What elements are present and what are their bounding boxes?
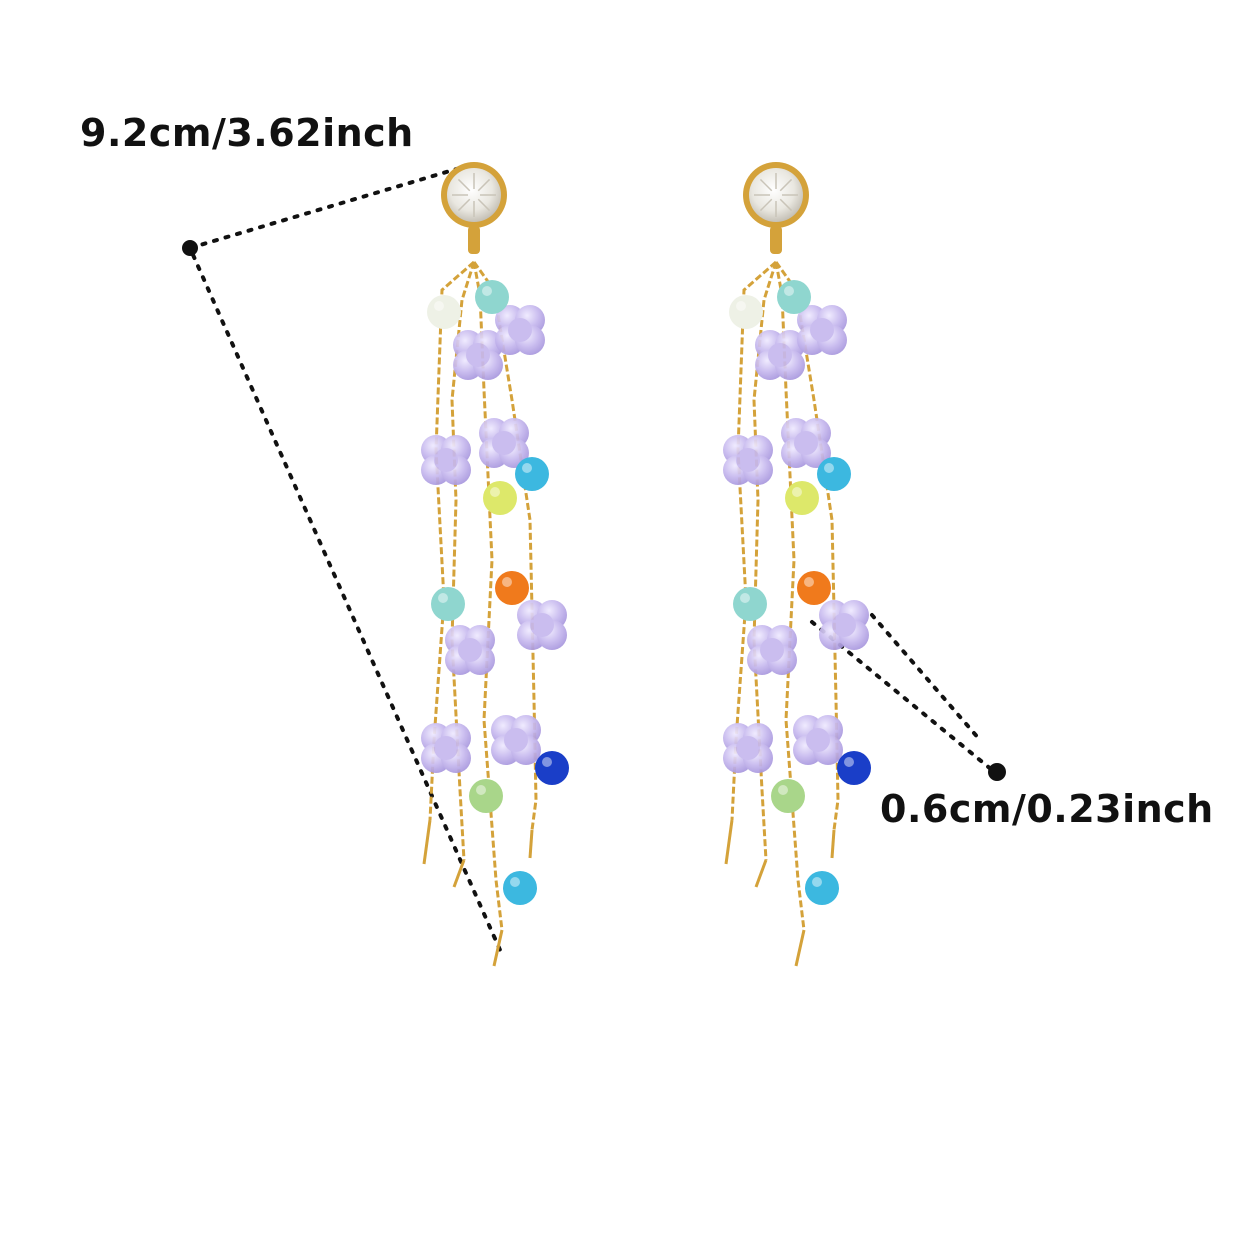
lavender-quatrefoil-bead: [517, 600, 567, 650]
lime-round-bead: [483, 481, 517, 515]
lavender-quatrefoil-bead: [495, 305, 545, 355]
sky-round-bead: [503, 871, 537, 905]
bead-highlight: [812, 877, 822, 887]
bead-highlight: [736, 301, 746, 311]
gold-chain-strand: [450, 261, 476, 861]
chain-end: [754, 859, 768, 888]
bead-center: [530, 613, 554, 637]
bead-center: [458, 638, 482, 662]
bead-highlight: [792, 487, 802, 497]
gold-bail: [770, 226, 782, 254]
bead-center: [736, 736, 760, 760]
lavender-quatrefoil-bead: [723, 723, 773, 773]
lime-round-bead: [785, 481, 819, 515]
length-measurement-label: 9.2cm/3.62inch: [80, 111, 414, 155]
bead-highlight: [490, 487, 500, 497]
lavender-quatrefoil-bead: [797, 305, 847, 355]
chain-end: [830, 829, 836, 859]
lavender-quatrefoil-bead: [819, 600, 869, 650]
aqua-round-bead: [431, 587, 465, 621]
crystal-facet: [457, 198, 471, 212]
bead-center: [794, 431, 818, 455]
bead-highlight: [510, 877, 520, 887]
bead-center: [434, 736, 458, 760]
bead-center: [504, 728, 528, 752]
lavender-quatrefoil-bead: [781, 418, 831, 468]
lavender-quatrefoil-bead: [793, 715, 843, 765]
bead-center: [736, 448, 760, 472]
bead-highlight: [778, 785, 788, 795]
orange-round-bead: [495, 571, 529, 605]
left-earring: [421, 162, 569, 967]
bead-center: [760, 638, 784, 662]
chain-end: [452, 859, 466, 888]
bead-center: [466, 343, 490, 367]
lavender-quatrefoil-bead: [421, 435, 471, 485]
aqua-round-bead: [777, 280, 811, 314]
crystal-facet: [457, 178, 471, 192]
bead-center: [768, 343, 792, 367]
crystal-facet: [759, 198, 773, 212]
chain-end: [794, 929, 806, 967]
green-round-bead: [469, 779, 503, 813]
bead-center: [434, 448, 458, 472]
pearl-round-bead: [427, 295, 461, 329]
bead-size-measurement-label: 0.6cm/0.23inch: [880, 787, 1214, 831]
bead-highlight: [740, 593, 750, 603]
bead-highlight: [784, 286, 794, 296]
lavender-quatrefoil-bead: [453, 330, 503, 380]
pearl-round-bead: [729, 295, 763, 329]
aqua-round-bead: [475, 280, 509, 314]
sky-round-bead: [515, 457, 549, 491]
bead-dimension-dot: [988, 763, 1006, 781]
bead-highlight: [542, 757, 552, 767]
lavender-quatrefoil-bead: [445, 625, 495, 675]
length-dimension-line: [182, 163, 502, 952]
gold-chain-strand: [752, 261, 778, 861]
aqua-round-bead: [733, 587, 767, 621]
bead-center: [832, 613, 856, 637]
bead-center: [492, 431, 516, 455]
orange-round-bead: [797, 571, 831, 605]
green-round-bead: [771, 779, 805, 813]
bead-center: [810, 318, 834, 342]
bead-highlight: [476, 785, 486, 795]
bead-center: [508, 318, 532, 342]
bead-highlight: [804, 577, 814, 587]
bead-center: [806, 728, 830, 752]
crystal-facet: [779, 198, 793, 212]
sky-round-bead: [805, 871, 839, 905]
chain-end: [528, 829, 534, 859]
bead-highlight: [844, 757, 854, 767]
bead-highlight: [522, 463, 532, 473]
crystal-facet: [477, 198, 491, 212]
bead-highlight: [502, 577, 512, 587]
sky-round-bead: [817, 457, 851, 491]
crystal-facet: [779, 178, 793, 192]
crystal-facet: [759, 178, 773, 192]
bead-highlight: [438, 593, 448, 603]
cobalt-round-bead: [837, 751, 871, 785]
chain-end: [492, 929, 504, 967]
length-dimension-dot: [182, 240, 198, 256]
lavender-quatrefoil-bead: [747, 625, 797, 675]
lavender-quatrefoil-bead: [491, 715, 541, 765]
chain-end: [422, 819, 432, 865]
bead-highlight: [482, 286, 492, 296]
lavender-quatrefoil-bead: [421, 723, 471, 773]
chain-end: [724, 819, 734, 865]
lavender-quatrefoil-bead: [723, 435, 773, 485]
right-earring: [723, 162, 871, 967]
cobalt-round-bead: [535, 751, 569, 785]
bead-highlight: [434, 301, 444, 311]
bead-highlight: [824, 463, 834, 473]
lavender-quatrefoil-bead: [479, 418, 529, 468]
crystal-facet: [477, 178, 491, 192]
gold-bail: [468, 226, 480, 254]
